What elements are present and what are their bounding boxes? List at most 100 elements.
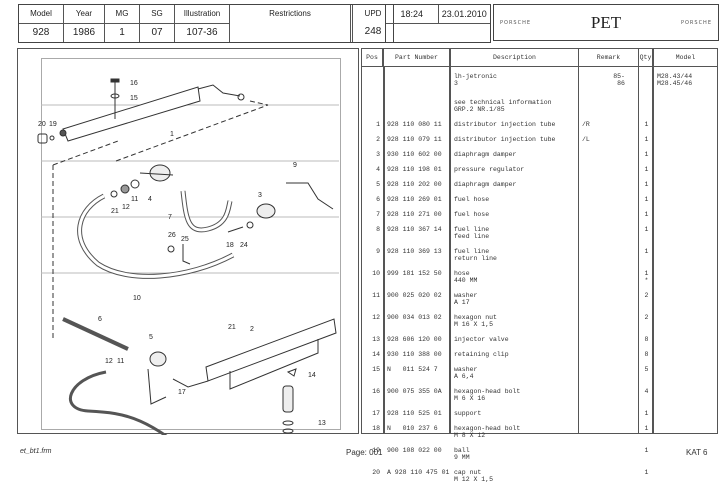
row-model — [654, 209, 717, 220]
row-part-number: 928 110 271 00 — [387, 211, 442, 218]
row-remark: 85- 86 — [613, 73, 625, 87]
row-remark — [579, 334, 639, 345]
row-model — [654, 386, 717, 404]
callout-3: 3 — [258, 192, 262, 199]
row-qty — [639, 71, 654, 89]
row-qty: 1 — [644, 196, 649, 203]
callout-15: 15 — [130, 95, 138, 102]
header-upd: UPD 248 — [364, 9, 382, 37]
header-fields: Model 928 Year 1986 MG 1 SG 07 Illustrat… — [18, 4, 394, 43]
row-pos: 4 — [376, 166, 380, 173]
row-remark — [579, 349, 639, 360]
row-remark — [579, 408, 639, 419]
row-qty: 2 — [644, 292, 649, 299]
row-description: fuel line return line — [454, 248, 497, 262]
row-pos: 12 — [372, 314, 380, 321]
row-qty: 1 — [644, 166, 649, 173]
row-qty: 4 — [644, 388, 649, 395]
injector-valve-13 — [282, 385, 294, 434]
row-remark — [579, 194, 639, 205]
row-description: distributor injection tube — [454, 121, 556, 128]
row-part-number: N 011 524 7 — [387, 366, 438, 373]
parts-table: Pos Part Number Description Remark Qty M… — [361, 48, 718, 483]
row-pos: 20 — [372, 469, 380, 476]
fuel-line-9 — [286, 182, 334, 210]
callout-6: 6 — [98, 316, 102, 323]
support-17 — [147, 368, 167, 405]
row-part-number: 928 110 079 11 — [387, 136, 442, 143]
row-remark — [579, 268, 639, 286]
col-qty: Qty — [639, 49, 654, 66]
pet-banner: PORSCHE PET PORSCHE — [493, 4, 719, 41]
row-part-number: 930 110 388 00 — [387, 351, 442, 358]
row-remark — [579, 97, 639, 115]
callout-4: 4 — [148, 196, 152, 203]
row-pos — [362, 97, 384, 115]
row-model — [654, 349, 717, 360]
callout-12: 12 — [122, 204, 130, 211]
row-pos: 18 — [372, 425, 380, 432]
row-remark — [579, 209, 639, 220]
dashed-guide — [115, 104, 269, 162]
cap-nut-20 — [37, 133, 48, 144]
row-qty: 8 — [644, 336, 649, 343]
row-pos: 3 — [376, 151, 380, 158]
row-pos: 1 — [376, 121, 380, 128]
row-model — [654, 97, 717, 115]
column-divider — [639, 67, 654, 433]
row-description: hexagon-head bolt M 6 X 16 — [454, 388, 521, 402]
row-model — [654, 423, 717, 441]
row-part-number: 928 110 080 11 — [387, 121, 442, 128]
porsche-logo-right: PORSCHE — [680, 19, 712, 26]
header-mg: MG 1 — [105, 5, 140, 42]
table-row[interactable]: see technical information GRP.2 NR.1/85 — [362, 97, 717, 115]
row-part-number — [384, 71, 451, 89]
washer-11 — [130, 179, 140, 189]
column-divider — [451, 67, 579, 433]
row-qty — [639, 97, 654, 115]
table-row[interactable]: 1 928 110 080 11 distributor injection tub… — [362, 119, 717, 130]
row-part-number: 928 110 269 01 — [387, 196, 442, 203]
row-pos — [362, 71, 384, 89]
header-illustration: Illustration 107-36 — [175, 5, 230, 42]
row-qty: 1 — [644, 136, 649, 143]
row-model — [654, 179, 717, 190]
distributor-tube-1 — [59, 84, 245, 142]
row-qty: 1 — [644, 425, 649, 432]
row-remark — [579, 290, 639, 308]
row-pos: 15 — [372, 366, 380, 373]
row-qty: 1 — [644, 410, 649, 417]
row-pos: 19 — [372, 447, 380, 454]
row-part-number: A 928 110 475 01 — [387, 469, 450, 476]
row-qty: 8 — [644, 351, 649, 358]
row-pos: 2 — [376, 136, 380, 143]
timestamp-box: 18:24 23.01.2010 — [385, 4, 491, 43]
col-model: Model — [675, 54, 696, 61]
row-model — [654, 467, 717, 485]
row-qty: 1 — [644, 181, 649, 188]
row-part-number: 928 110 525 01 — [387, 410, 442, 417]
illustration-frame — [41, 58, 341, 430]
callout-2: 2 — [250, 326, 254, 333]
row-model — [654, 149, 717, 160]
